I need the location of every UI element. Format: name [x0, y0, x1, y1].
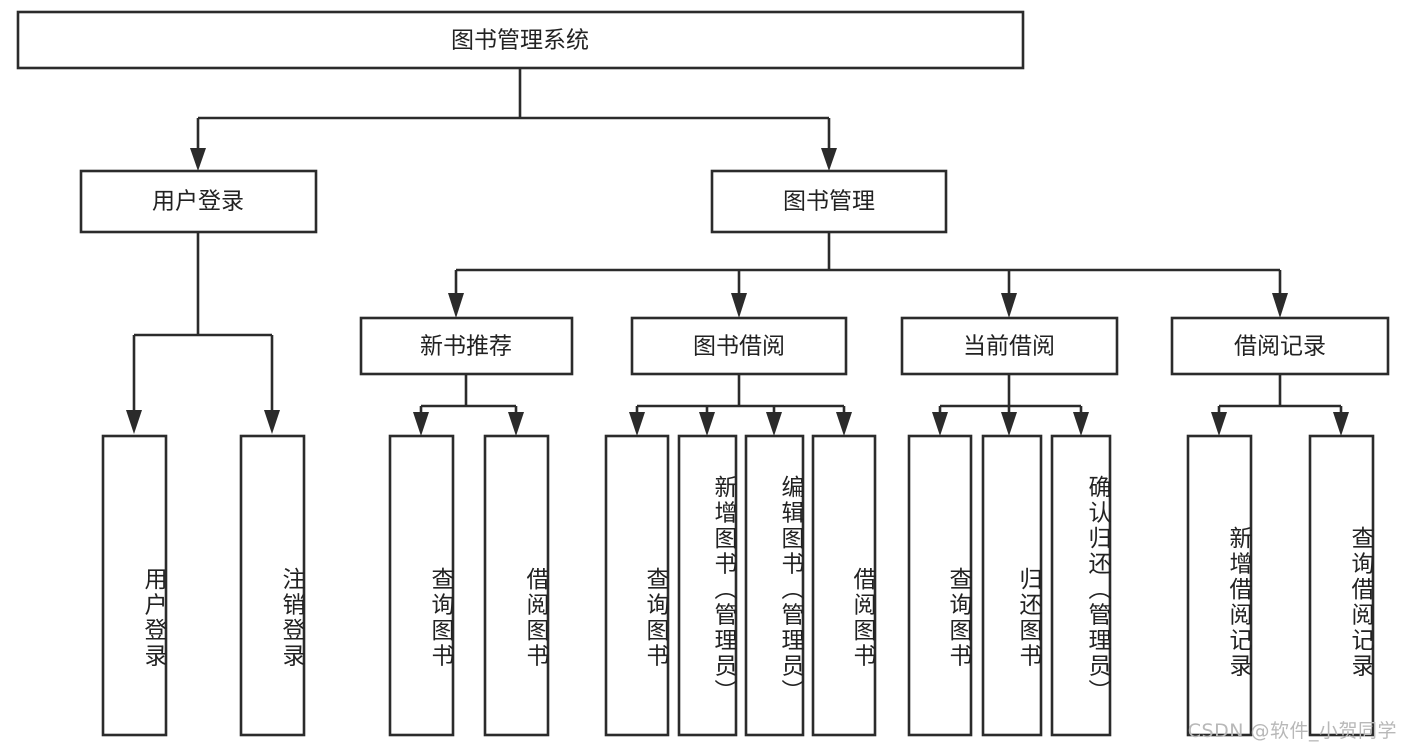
- node-book-borrow-label: 图书借阅: [693, 334, 785, 360]
- node-leaf-return-book[interactable]: [981, 434, 1043, 737]
- node-leaf-query-book-3[interactable]: [907, 434, 973, 737]
- node-leaf-add-book[interactable]: [677, 434, 738, 737]
- node-borrow-record[interactable]: 借阅记录: [1170, 316, 1390, 376]
- node-book-borrow[interactable]: 图书借阅: [630, 316, 848, 376]
- node-leaf-query-record[interactable]: [1308, 434, 1375, 737]
- node-leaf-confirm-return[interactable]: [1050, 434, 1112, 737]
- connector-root-to-level2: [190, 68, 837, 171]
- node-borrow-record-label: 借阅记录: [1234, 334, 1326, 360]
- node-leaf-query-book-2[interactable]: [604, 434, 670, 737]
- node-user-login-label: 用户登录: [152, 189, 244, 215]
- connector-user-login-to-leaves: [126, 232, 280, 434]
- node-root-label: 图书管理系统: [451, 28, 589, 54]
- connector-book-management-to-level3: [448, 232, 1288, 318]
- node-book-management[interactable]: 图书管理: [710, 169, 948, 234]
- node-leaf-user-login[interactable]: [101, 434, 168, 737]
- node-leaf-query-book-1[interactable]: [388, 434, 455, 737]
- node-new-book-recommend-label: 新书推荐: [420, 334, 512, 360]
- node-user-login[interactable]: 用户登录: [79, 169, 318, 234]
- node-leaf-borrow-book-1[interactable]: [483, 434, 550, 737]
- connector-current-borrow-to-leaves: [932, 374, 1089, 436]
- connector-book-borrow-to-leaves: [629, 374, 852, 436]
- node-leaf-borrow-book-2[interactable]: [811, 434, 877, 737]
- node-new-book-recommend[interactable]: 新书推荐: [359, 316, 574, 376]
- connector-new-book-recommend-to-leaves: [413, 374, 524, 436]
- node-root[interactable]: 图书管理系统: [16, 10, 1025, 70]
- node-leaf-edit-book[interactable]: [744, 434, 805, 737]
- node-current-borrow[interactable]: 当前借阅: [900, 316, 1119, 376]
- connector-borrow-record-to-leaves: [1211, 374, 1349, 436]
- csdn-watermark: CSDN @软件_小贺同学: [1187, 720, 1397, 742]
- node-leaf-logout[interactable]: [239, 434, 306, 737]
- node-current-borrow-label: 当前借阅: [963, 334, 1055, 360]
- node-leaf-add-record[interactable]: [1186, 434, 1253, 737]
- node-book-management-label: 图书管理: [783, 189, 875, 215]
